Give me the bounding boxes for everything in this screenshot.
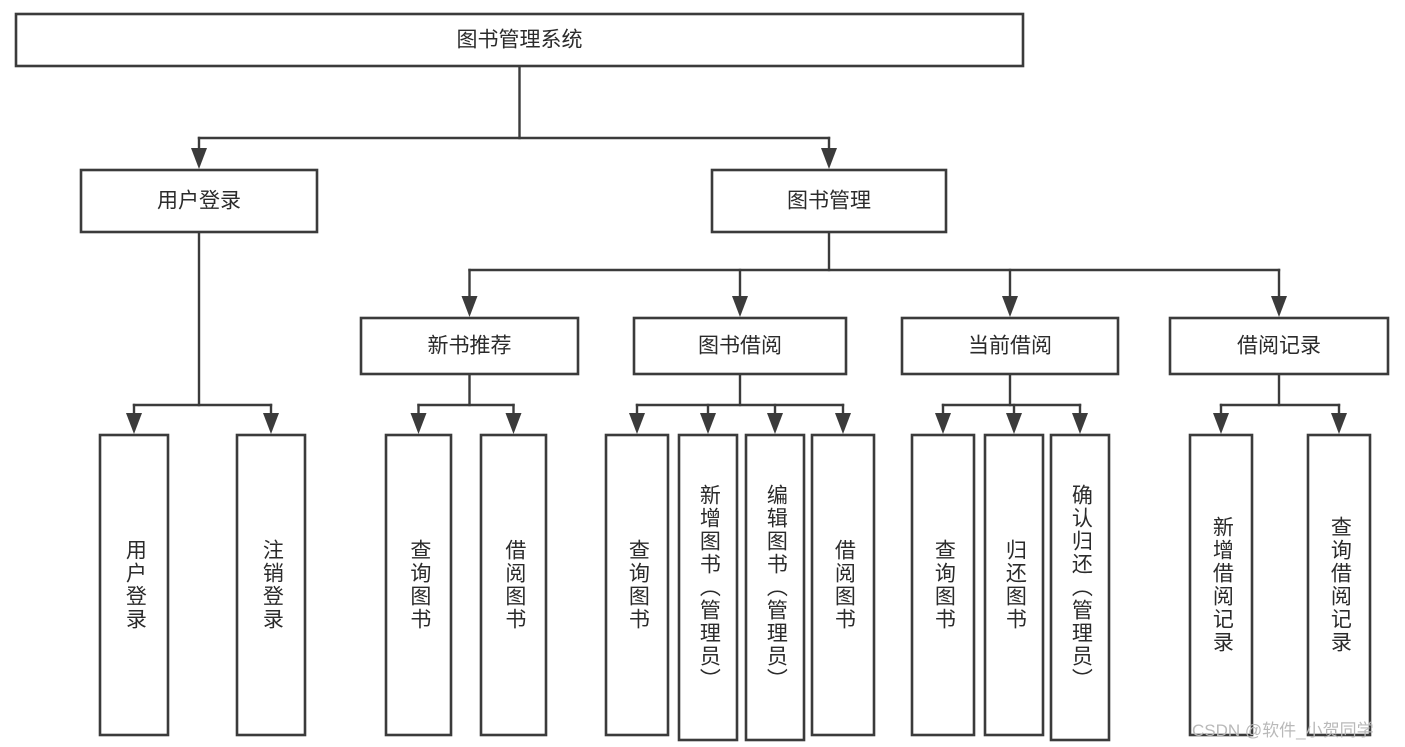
arrow-head-icon bbox=[835, 413, 851, 434]
node-box-l2_0[interactable] bbox=[359, 316, 580, 376]
node-box-leaf_7[interactable] bbox=[810, 433, 876, 737]
arrow-head-icon bbox=[263, 413, 279, 434]
node-box-leaf_8[interactable] bbox=[910, 433, 976, 737]
node-box-leaf_6[interactable] bbox=[744, 433, 806, 742]
arrow-head-icon bbox=[461, 296, 478, 317]
arrow-head-icon bbox=[821, 148, 837, 169]
node-box-l2_3[interactable] bbox=[1168, 316, 1390, 376]
connector-layer bbox=[126, 64, 1347, 434]
node-box-l2_2[interactable] bbox=[900, 316, 1120, 376]
node-box-layer bbox=[14, 12, 1390, 742]
arrow-head-icon bbox=[732, 296, 748, 317]
node-box-leaf_9[interactable] bbox=[983, 433, 1045, 737]
node-label-l2_1: 图书借阅 bbox=[698, 335, 782, 358]
node-box-leaf_5[interactable] bbox=[677, 433, 739, 742]
arrow-head-icon bbox=[1271, 296, 1287, 317]
node-box-leaf_11[interactable] bbox=[1188, 433, 1254, 737]
node-box-leaf_0[interactable] bbox=[98, 433, 170, 737]
node-label-root: 图书管理系统 bbox=[457, 29, 583, 52]
arrow-head-icon bbox=[1002, 296, 1018, 317]
arrow-head-icon bbox=[767, 413, 783, 434]
node-label-l1_0: 用户登录 bbox=[157, 190, 241, 213]
arrow-head-icon bbox=[126, 413, 142, 434]
arrow-head-icon bbox=[410, 413, 427, 434]
arrow-head-icon bbox=[1213, 413, 1229, 434]
arrow-head-icon bbox=[1331, 413, 1347, 434]
arrow-head-icon bbox=[700, 413, 716, 434]
node-box-l2_1[interactable] bbox=[632, 316, 848, 376]
node-box-l1_0[interactable] bbox=[79, 168, 319, 234]
node-label-l1_1: 图书管理 bbox=[787, 190, 871, 213]
arrow-head-icon bbox=[935, 413, 951, 434]
node-box-leaf_4[interactable] bbox=[604, 433, 670, 737]
arrow-head-icon bbox=[1072, 413, 1088, 434]
arrow-head-icon bbox=[191, 148, 207, 169]
node-box-leaf_10[interactable] bbox=[1049, 433, 1111, 742]
csdn-watermark: CSDN @软件_小贺同学 bbox=[1192, 721, 1374, 740]
node-box-leaf_1[interactable] bbox=[235, 433, 307, 737]
node-box-leaf_2[interactable] bbox=[384, 433, 453, 737]
node-label-l2_3: 借阅记录 bbox=[1237, 335, 1321, 358]
arrow-head-icon bbox=[505, 413, 522, 434]
node-box-leaf_3[interactable] bbox=[479, 433, 548, 737]
node-box-leaf_12[interactable] bbox=[1306, 433, 1372, 737]
arrow-head-icon bbox=[629, 413, 645, 434]
node-box-root[interactable] bbox=[14, 12, 1025, 68]
node-box-l1_1[interactable] bbox=[710, 168, 948, 234]
arrow-head-icon bbox=[1006, 413, 1022, 434]
node-label-l2_0: 新书推荐 bbox=[428, 335, 512, 358]
node-label-l2_2: 当前借阅 bbox=[968, 335, 1052, 358]
